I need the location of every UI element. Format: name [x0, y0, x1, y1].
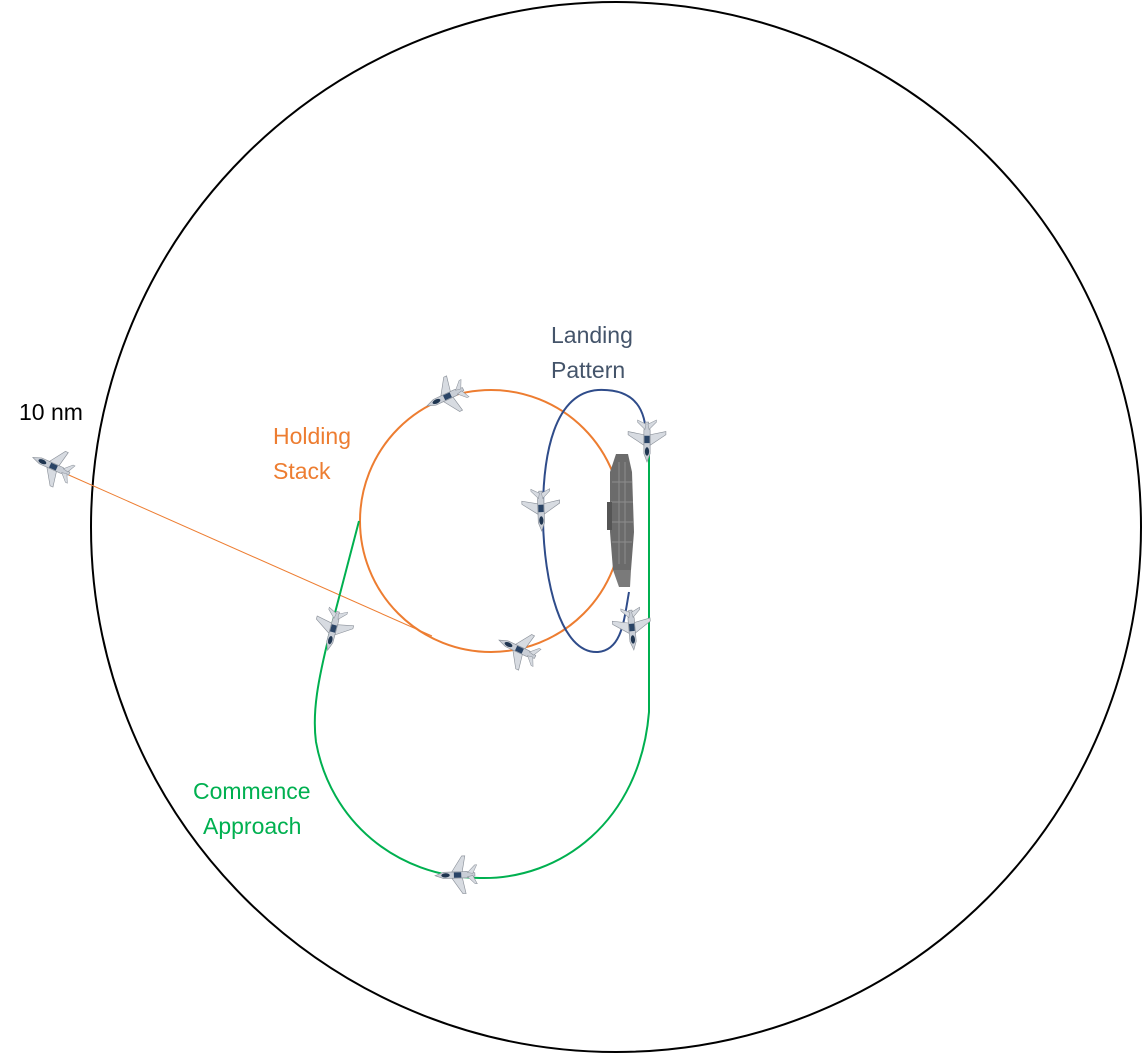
aircraft-holding-bottom-icon — [490, 622, 546, 676]
aircraft-approach-bottom-icon — [433, 854, 479, 896]
commence-approach-label-line2: Approach — [203, 813, 301, 839]
landing-pattern-label-line1: Landing — [551, 322, 633, 348]
aircraft-carrier-icon — [607, 454, 634, 587]
inbound-track-line — [61, 471, 433, 637]
commence-approach-label-line1: Commence — [193, 778, 311, 804]
landing-pattern-label-line2: Pattern — [551, 357, 625, 383]
holding-stack-label-line2: Stack — [273, 458, 331, 484]
holding-stack-label-line1: Holding — [273, 423, 351, 449]
range-ring-10nm — [90, 1, 1142, 1053]
aircraft-inbound-icon — [24, 439, 80, 493]
commence-approach-path — [313, 455, 650, 880]
aircraft-landing-inner-icon — [520, 487, 562, 533]
aircraft-holding-top-icon — [418, 370, 474, 424]
holding-stack-circle — [359, 389, 623, 653]
range-ring-label: 10 nm — [19, 399, 83, 425]
aircraft-landing-top-icon — [627, 419, 667, 463]
aircraft-landing-bottom-icon — [610, 605, 654, 653]
aircraft-approach-left-icon — [308, 604, 358, 656]
